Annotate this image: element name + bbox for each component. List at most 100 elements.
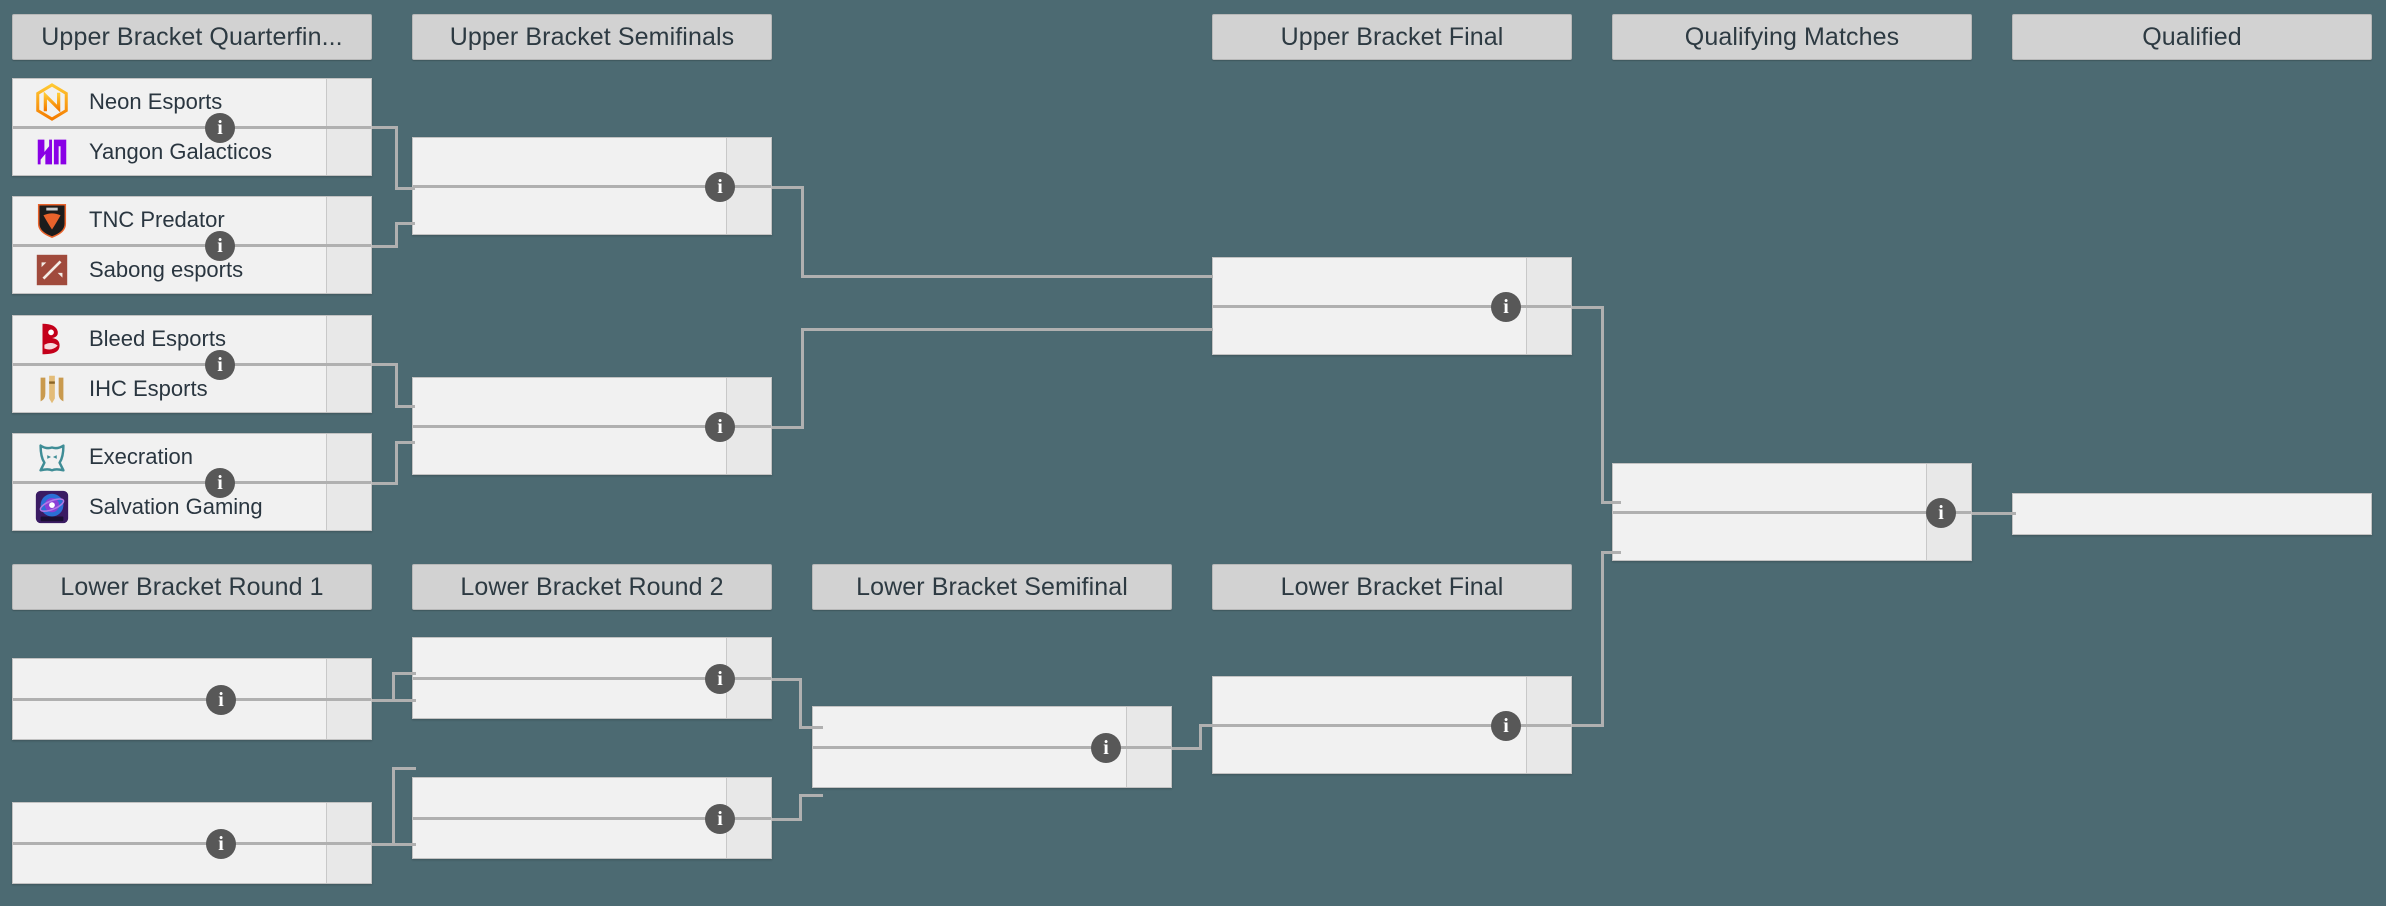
opponent-row[interactable] [1613,464,1971,511]
opponent-row[interactable]: Neon Esports [13,79,371,126]
match-box-lbr1-2[interactable]: i [12,802,372,884]
match-info-icon[interactable]: i [205,468,235,498]
connector-lbr1-2-rise [392,767,395,846]
ihc-esports-logo [40,375,64,403]
round-header-label: Lower Bracket Round 1 [60,572,324,601]
match-box-ubqf-4[interactable]: Execration Salvation Gaming i [12,433,372,531]
round-header-lower-bracket-final[interactable]: Lower Bracket Final [1212,564,1572,610]
round-header-upper-bracket-semifinals[interactable]: Upper Bracket Semifinals [412,14,772,60]
round-header-lower-bracket-semifinal[interactable]: Lower Bracket Semifinal [812,564,1172,610]
team-name: Salvation Gaming [89,493,263,519]
bleed-esports-logo [42,324,60,355]
opponent-row[interactable]: TNC Predator [13,197,371,244]
opponent-row[interactable]: Bleed Esports [13,316,371,363]
team-name: Bleed Esports [89,326,226,352]
team-name: IHC Esports [89,375,208,401]
opponent-row[interactable]: IHC Esports [13,362,371,413]
opponent-row[interactable]: Sabong esports [13,243,371,294]
match-box-lbsf-1[interactable]: i [812,706,1172,788]
round-header-label: Lower Bracket Semifinal [856,572,1128,601]
round-header-qualified[interactable]: Qualified [2012,14,2372,60]
match-box-lbr2-1[interactable]: i [412,637,772,719]
connector-ubsf2-rise [801,328,804,429]
connector-lbr1-1-in [392,672,416,675]
connector-ubsf2-in [801,328,1213,331]
match-info-icon[interactable]: i [206,685,236,715]
connector-ubsf1-in [801,275,1213,278]
opponent-row[interactable] [413,184,771,235]
connector-lbr2-1-drop [799,678,802,728]
connector-lbr1-2-in [392,767,416,770]
neon-esports-logo [36,83,68,122]
match-box-lbr2-2[interactable]: i [412,777,772,859]
team-name: Execration [89,444,193,470]
connector-ubf-drop [1601,306,1604,504]
round-header-label: Upper Bracket Quarterfin... [41,22,343,51]
opponent-row[interactable] [813,745,1171,788]
connector-qm-to-qualified [1972,512,2016,515]
opponent-row[interactable] [413,676,771,719]
opponent-row[interactable] [1213,723,1571,774]
match-box-ubqf-1[interactable]: Neon Esports Yangon Galacticos i [12,78,372,176]
connector-lbr2-2-rise [799,794,802,821]
round-header-label: Qualified [2142,22,2242,51]
round-header-lower-bracket-round-1[interactable]: Lower Bracket Round 1 [12,564,372,610]
yangon-galacticos-logo [37,139,67,165]
connector-ubqf2-rise [395,222,398,248]
match-box-ubsf-2[interactable]: i [412,377,772,475]
match-info-icon[interactable]: i [205,231,235,261]
match-info-icon[interactable]: i [1091,733,1121,763]
match-info-icon[interactable]: i [1491,711,1521,741]
match-box-qualifying-1[interactable]: i [1612,463,1972,561]
match-info-icon[interactable]: i [705,172,735,202]
opponent-row[interactable]: Yangon Galacticos [13,125,371,176]
round-header-upper-bracket-quarterfinals[interactable]: Upper Bracket Quarterfin... [12,14,372,60]
opponent-row[interactable] [13,659,371,698]
connector-ubf-out [1572,306,1604,309]
round-header-upper-bracket-final[interactable]: Upper Bracket Final [1212,14,1572,60]
match-box-ubf-1[interactable]: i [1212,257,1572,355]
connector-ubqf3-drop [395,363,398,408]
opponent-row[interactable] [413,424,771,475]
connector-ubqf4-out [372,482,398,485]
match-info-icon[interactable]: i [1926,498,1956,528]
match-box-ubqf-3[interactable]: Bleed Esports IHC Esports i [12,315,372,413]
opponent-row[interactable] [1213,304,1571,355]
match-info-icon[interactable]: i [705,412,735,442]
opponent-row[interactable] [13,803,371,842]
opponent-row[interactable]: Execration [13,434,371,481]
round-header-label: Lower Bracket Final [1280,572,1504,601]
match-info-icon[interactable]: i [705,804,735,834]
round-header-qualifying-matches[interactable]: Qualifying Matches [1612,14,1972,60]
opponent-row[interactable] [1613,510,1971,561]
round-header-label: Upper Bracket Semifinals [449,22,735,51]
connector-ubsf2-out [772,426,804,429]
opponent-row[interactable] [2013,494,2371,534]
match-box-ubsf-1[interactable]: i [412,137,772,235]
team-name: TNC Predator [89,207,225,233]
connector-ubqf1-drop [395,126,398,190]
match-info-icon[interactable]: i [1491,292,1521,322]
connector-lbr1-1-rise [392,672,395,702]
connector-lbsf-in [1199,724,1219,727]
match-box-ubqf-2[interactable]: TNC Predator Sabong esports i [12,196,372,294]
connector-ubqf4-in [395,441,415,444]
opponent-row[interactable] [13,841,371,884]
match-info-icon[interactable]: i [206,829,236,859]
connector-ubqf1-in [395,187,415,190]
match-box-qualified-1[interactable] [2012,493,2372,535]
team-name: Neon Esports [89,89,223,115]
opponent-row[interactable]: Salvation Gaming [13,480,371,531]
match-info-icon[interactable]: i [205,350,235,380]
connector-ubqf2-out [372,245,398,248]
match-info-icon[interactable]: i [705,664,735,694]
round-header-lower-bracket-round-2[interactable]: Lower Bracket Round 2 [412,564,772,610]
match-info-icon[interactable]: i [205,113,235,143]
execration-logo [39,444,65,472]
connector-lbf-in [1601,551,1621,554]
opponent-row[interactable] [13,697,371,740]
opponent-row[interactable] [413,816,771,859]
match-box-lbr1-1[interactable]: i [12,658,372,740]
match-box-lbf-1[interactable]: i [1212,676,1572,774]
